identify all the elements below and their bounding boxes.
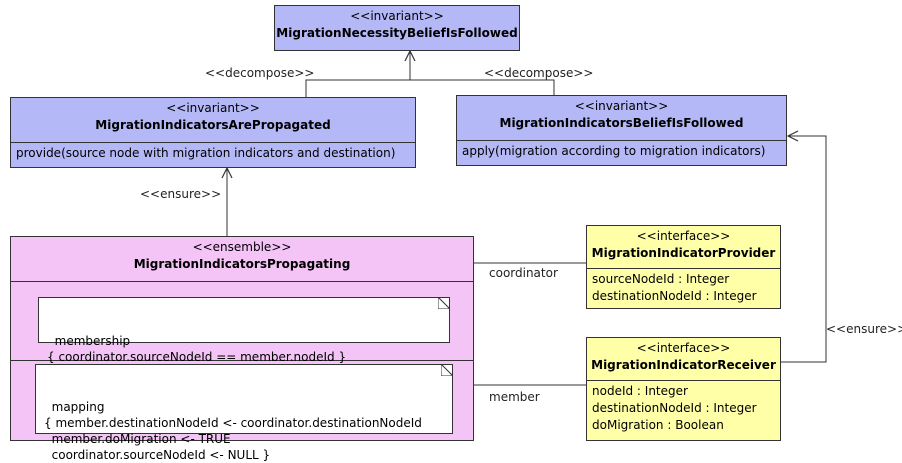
stereotype-label: <<invariant>>: [166, 101, 260, 115]
ensure-label-right: <<ensure>>: [826, 322, 902, 336]
note-fold-icon: [438, 297, 450, 309]
invariant-body: apply(migration according to migration i…: [457, 140, 786, 163]
field-item: destinationNodeId : Integer: [592, 289, 757, 303]
ensure-label-left: <<ensure>>: [140, 187, 222, 201]
class-name: MigrationIndicatorReceiver: [591, 358, 776, 372]
class-name: MigrationIndicatorProvider: [591, 246, 776, 260]
field-item: destinationNodeId : Integer: [592, 401, 757, 415]
stereotype-label: <<interface>>: [636, 341, 731, 355]
membership-text: membership { coordinator.sourceNodeId ==…: [47, 334, 347, 364]
decompose-connector-right: [410, 51, 555, 95]
invariant-migration-necessity[interactable]: <<invariant>> MigrationNecessityBeliefIs…: [274, 5, 520, 51]
decompose-label-left: <<decompose>>: [205, 66, 315, 80]
interface-migration-indicator-provider[interactable]: <<interface>> MigrationIndicatorProvider…: [586, 225, 781, 309]
field-item: sourceNodeId : Integer: [592, 272, 730, 286]
interface-migration-indicator-receiver[interactable]: <<interface>> MigrationIndicatorReceiver…: [586, 337, 781, 441]
stereotype-label: <<interface>>: [636, 229, 731, 243]
mapping-note[interactable]: mapping { member.destinationNodeId <- co…: [35, 364, 453, 462]
class-name: MigrationIndicatorsPropagating: [133, 257, 351, 271]
invariant-migration-indicators-propagated[interactable]: <<invariant>> MigrationIndicatorsAreProp…: [10, 97, 416, 168]
coordinator-role-label: coordinator: [489, 266, 558, 280]
class-name: MigrationIndicatorsBeliefIsFollowed: [499, 116, 744, 130]
membership-note[interactable]: membership { coordinator.sourceNodeId ==…: [38, 297, 450, 364]
stereotype-label: <<invariant>>: [350, 9, 444, 23]
class-name: MigrationIndicatorsArePropagated: [95, 118, 331, 132]
decompose-connector-left: [305, 79, 410, 97]
membership-section: [11, 281, 473, 361]
class-name: MigrationNecessityBeliefIsFollowed: [276, 26, 518, 40]
stereotype-label: <<ensemble>>: [192, 240, 292, 254]
decompose-label-right: <<decompose>>: [484, 66, 594, 80]
fields-section: nodeId : Integer destinationNodeId : Int…: [587, 380, 780, 437]
stereotype-label: <<invariant>>: [574, 99, 669, 113]
invariant-migration-indicators-belief[interactable]: <<invariant>> MigrationIndicatorsBeliefI…: [456, 95, 787, 166]
ensure-connector-right: [781, 136, 827, 363]
member-role-label: member: [489, 390, 540, 404]
field-item: doMigration : Boolean: [592, 418, 724, 432]
invariant-body: provide(source node with migration indic…: [11, 142, 415, 165]
fields-section: sourceNodeId : Integer destinationNodeId…: [587, 268, 780, 308]
field-item: nodeId : Integer: [592, 384, 688, 398]
note-fold-icon: [441, 364, 453, 376]
mapping-section: [11, 360, 473, 441]
